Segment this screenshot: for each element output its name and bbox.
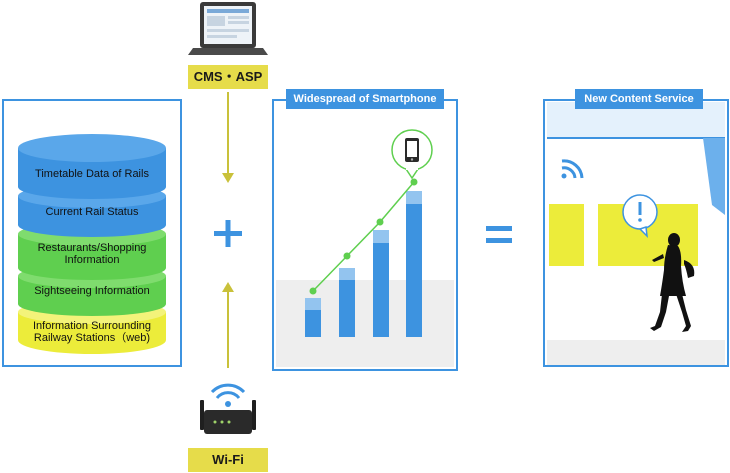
- trend-point-4: [410, 178, 418, 186]
- cms-asp-label: CMS・ASP: [188, 65, 268, 89]
- service-panel: [543, 99, 729, 367]
- smartphone-panel-title: Widespread of Smartphone Use: [286, 89, 444, 125]
- data-layer-restaurants: Restaurants/Shopping Information: [37, 242, 147, 266]
- bar-2-fill: [339, 280, 355, 337]
- laptop-icon: [188, 2, 268, 55]
- smartphone-chart: [276, 178, 454, 367]
- data-sources-panel: [2, 99, 182, 367]
- bar-4-fill: [406, 204, 422, 337]
- bar-1-fill: [305, 310, 321, 337]
- service-panel-title: New Content Service: [575, 89, 703, 109]
- wifi-signal-icon: [561, 159, 584, 179]
- bar-3: [373, 230, 389, 243]
- trend-point-2: [343, 252, 351, 260]
- data-layer-timetable: Timetable Data of Rails: [35, 168, 149, 180]
- trend-point-1: [309, 287, 317, 295]
- wifi-label: Wi-Fi: [188, 448, 268, 472]
- data-layer-stations: Information Surrounding Railway Stations…: [32, 320, 151, 344]
- smartphone-panel: [272, 99, 458, 371]
- plus-sign: [214, 220, 242, 247]
- wifi-router-icon: [200, 383, 256, 434]
- bar-1: [305, 298, 321, 310]
- up-arrow: [222, 282, 234, 368]
- notification-bubble-icon: [622, 194, 658, 239]
- database-stack: [18, 134, 166, 354]
- bar-2: [339, 268, 355, 280]
- trend-point-3: [376, 218, 384, 226]
- bar-4: [406, 191, 422, 204]
- person-silhouette-icon: [650, 233, 695, 332]
- smartphone-icon: [391, 129, 433, 180]
- bar-3-fill: [373, 243, 389, 337]
- data-layer-rail-status: Current Rail Status: [45, 206, 139, 218]
- down-arrow: [222, 92, 234, 183]
- equals-sign: [486, 226, 512, 243]
- data-layer-sightseeing: Sightseeing Information: [34, 285, 150, 297]
